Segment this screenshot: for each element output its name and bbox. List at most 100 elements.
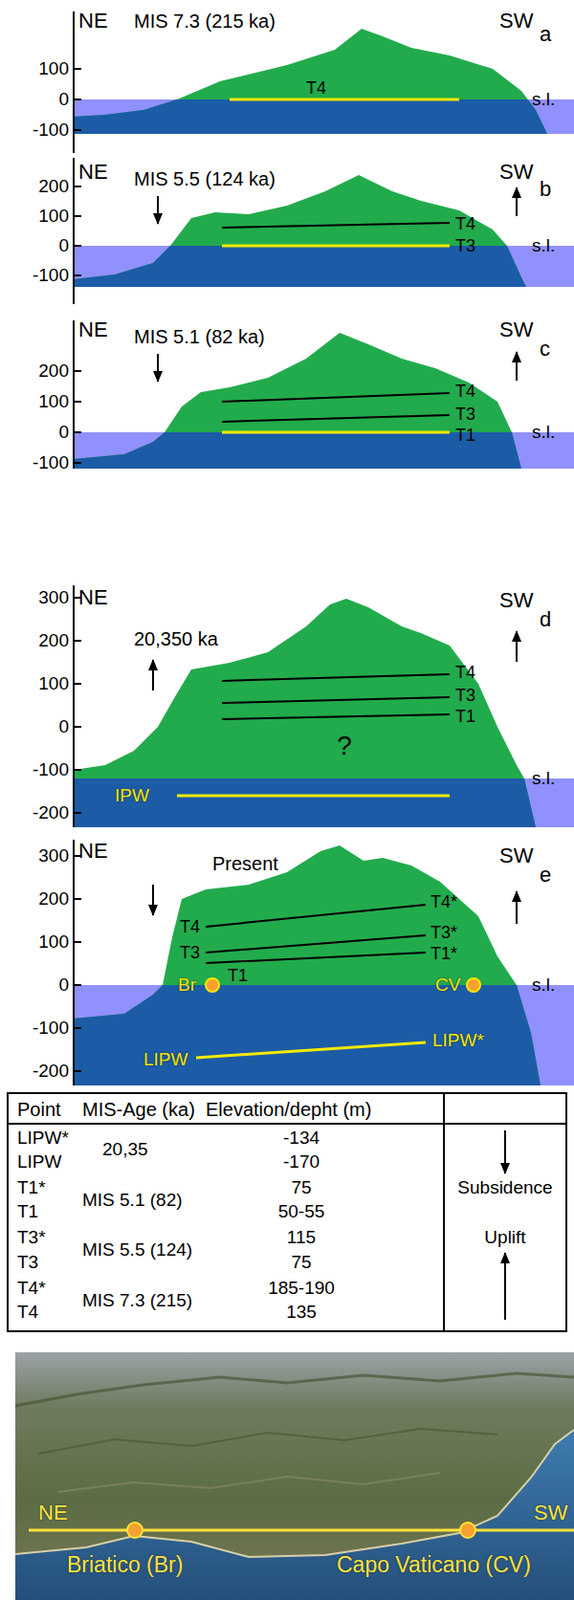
label: 100: [38, 673, 69, 695]
label: Br: [177, 974, 197, 996]
label: 20,35: [102, 1139, 149, 1161]
satellite-view: [15, 1352, 574, 1600]
label: T4: [179, 917, 200, 938]
panel-d: [73, 585, 574, 828]
label: T1*: [17, 1177, 46, 1199]
label: T4*: [17, 1278, 46, 1300]
label: 300: [38, 587, 69, 609]
label: 0: [58, 421, 69, 443]
label: -100: [32, 759, 69, 781]
label: 75: [290, 1177, 311, 1199]
label: e: [539, 862, 552, 887]
panel-b: [73, 157, 574, 305]
label: T1*: [430, 944, 458, 965]
label: SW: [499, 588, 533, 613]
label: T1: [227, 966, 248, 987]
label: -170: [283, 1151, 320, 1173]
label: ?: [336, 730, 353, 762]
label: MIS 5.5 (124 ka): [133, 168, 276, 191]
label: T3*: [17, 1227, 46, 1249]
label: 75: [290, 1252, 311, 1274]
label: -134: [283, 1127, 320, 1149]
label: CV: [435, 974, 461, 996]
label: 20,350 ka: [133, 628, 219, 651]
label: s.l.: [531, 974, 555, 996]
label: Present: [212, 853, 279, 876]
label: 100: [38, 205, 69, 227]
label: MIS 5.1 (82): [82, 1190, 183, 1212]
label: 135: [286, 1302, 317, 1324]
label: MIS-Age (ka): [82, 1099, 196, 1122]
label: SW: [499, 159, 533, 184]
label: LIPW*: [17, 1127, 69, 1149]
label: MIS 7.3 (215 ka): [133, 10, 276, 33]
label: 100: [38, 58, 69, 80]
label: Briatico (Br): [66, 1552, 183, 1578]
label: 0: [58, 88, 69, 111]
label: -100: [32, 119, 69, 141]
label: 185-190: [267, 1278, 335, 1300]
label: LIPW: [143, 1049, 188, 1071]
label: MIS 7.3 (215): [82, 1290, 193, 1312]
label: T4: [306, 78, 327, 99]
panel-c: [73, 320, 574, 469]
label: 200: [38, 630, 69, 652]
label: 0: [58, 716, 69, 738]
label: d: [539, 607, 552, 632]
label: T3: [179, 943, 200, 964]
panel-e: [73, 839, 574, 1086]
panel-a: [73, 11, 574, 154]
label: SW: [533, 1501, 568, 1525]
label: LIPW*: [432, 1030, 485, 1052]
label: Uplift: [484, 1227, 526, 1249]
label: T3*: [430, 923, 458, 944]
label: T4*: [430, 892, 458, 913]
label: s.l.: [531, 88, 555, 111]
label: c: [539, 336, 551, 361]
label: T3: [455, 236, 476, 257]
label: a: [539, 22, 552, 46]
label: Elevation/depht (m): [205, 1099, 372, 1122]
label: Subsidence: [457, 1177, 552, 1199]
label: Capo Vaticano (CV): [336, 1552, 531, 1578]
label: s.l.: [531, 421, 555, 443]
label: 0: [58, 235, 69, 257]
label: NE: [38, 1501, 68, 1525]
label: T3: [455, 685, 476, 707]
label: MIS 5.5 (124): [82, 1239, 193, 1261]
label: IPW: [114, 785, 150, 807]
label: SW: [499, 317, 533, 342]
label: 100: [38, 931, 69, 953]
label: 100: [38, 391, 69, 413]
label: T4: [455, 214, 476, 235]
label: -100: [32, 452, 69, 474]
label: T1: [17, 1201, 39, 1223]
label: -200: [32, 802, 69, 824]
label: -200: [32, 1060, 69, 1082]
label: T4: [455, 381, 476, 402]
label: Point: [17, 1099, 62, 1122]
label: NE: [78, 8, 109, 33]
label: NE: [78, 317, 109, 342]
label: LIPW: [17, 1151, 62, 1173]
label: T1: [455, 425, 476, 446]
label: 50-55: [278, 1201, 326, 1223]
label: T3: [455, 404, 476, 425]
label: 300: [38, 845, 69, 867]
label: -100: [32, 1017, 69, 1039]
label: NE: [78, 585, 109, 610]
label: T3: [17, 1252, 39, 1274]
label: NE: [78, 159, 109, 184]
label: b: [539, 176, 552, 201]
label: MIS 5.1 (82 ka): [133, 326, 265, 349]
label: 200: [38, 176, 69, 198]
label: -100: [32, 264, 69, 287]
label: T4: [455, 662, 476, 684]
label: s.l.: [531, 235, 555, 257]
label: T4: [17, 1302, 39, 1324]
label: 0: [58, 974, 69, 996]
label: s.l.: [531, 768, 555, 790]
label: 200: [38, 888, 69, 910]
